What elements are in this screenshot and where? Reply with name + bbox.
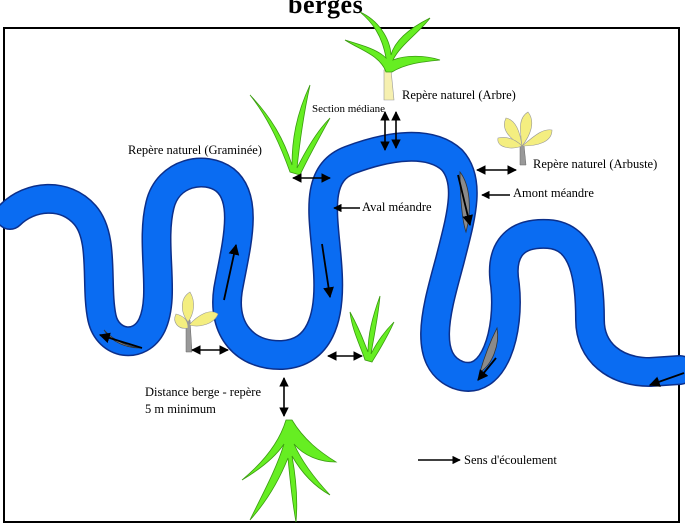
grass-bottom (242, 420, 336, 522)
grass-small (350, 296, 394, 362)
label-aval-meandre: Aval méandre (362, 200, 432, 215)
label-repere-arbre: Repère naturel (Arbre) (402, 88, 516, 103)
shrub-left (175, 292, 218, 352)
tree-landmark (345, 12, 440, 100)
river (10, 147, 680, 377)
label-distance-berge: Distance berge - repère (145, 385, 261, 400)
label-amont-meandre: Amont méandre (513, 186, 594, 201)
grass-top (250, 85, 330, 175)
label-section-mediane: Section médiane (312, 103, 385, 115)
label-repere-graminee: Repère naturel (Graminée) (128, 143, 262, 158)
label-distance-minimum: 5 m minimum (145, 402, 216, 417)
legend-flow-label: Sens d'écoulement (464, 453, 557, 468)
label-repere-arbuste: Repère naturel (Arbuste) (533, 157, 657, 172)
